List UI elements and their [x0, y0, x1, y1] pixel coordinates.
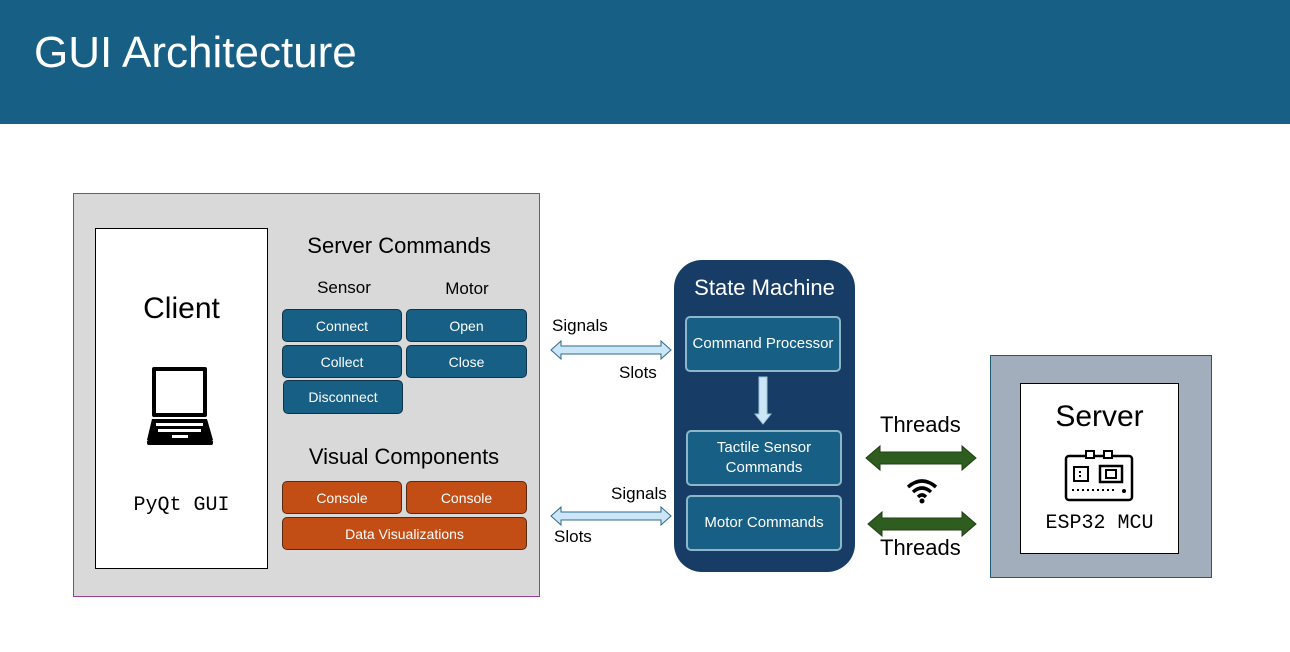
header-bar [0, 0, 1290, 124]
close-button[interactable]: Close [406, 345, 527, 378]
page-title: GUI Architecture [34, 28, 357, 77]
data-visualizations-button[interactable]: Data Visualizations [282, 517, 527, 550]
motor-commands-box: Motor Commands [686, 495, 842, 551]
down-arrow [754, 376, 772, 425]
laptop-icon [147, 367, 213, 445]
collect-button[interactable]: Collect [282, 345, 402, 378]
client-title: Client [143, 292, 220, 325]
command-processor-box: Command Processor [685, 316, 841, 372]
server-subtitle: ESP32 MCU [1045, 512, 1154, 535]
circuit-board-icon [1064, 450, 1134, 502]
disconnect-button[interactable]: Disconnect [283, 380, 403, 414]
bottom-signals-label: Signals [611, 484, 667, 503]
visual-components-heading: Visual Components [308, 444, 500, 469]
connect-button[interactable]: Connect [282, 309, 402, 342]
top-double-arrow [550, 339, 672, 361]
server-title: Server [1055, 400, 1144, 433]
open-button[interactable]: Open [406, 309, 527, 342]
motor-column-label: Motor [445, 279, 489, 298]
threads-bottom-label: Threads [880, 535, 961, 560]
threads-top-label: Threads [880, 412, 961, 437]
bottom-double-arrow [550, 505, 672, 527]
threads-bottom-arrow [867, 510, 977, 538]
tactile-sensor-commands-box: Tactile Sensor Commands [686, 430, 842, 486]
console-button-2[interactable]: Console [406, 481, 527, 514]
wifi-icon [906, 479, 938, 504]
top-slots-label: Slots [619, 363, 657, 382]
threads-top-arrow [865, 444, 977, 472]
bottom-slots-label: Slots [554, 527, 592, 546]
console-button-1[interactable]: Console [282, 481, 402, 514]
state-machine-title: State Machine [694, 275, 835, 300]
top-signals-label: Signals [552, 316, 608, 335]
sensor-column-label: Sensor [317, 278, 371, 297]
server-commands-heading: Server Commands [307, 233, 491, 258]
client-subtitle: PyQt GUI [133, 494, 230, 517]
